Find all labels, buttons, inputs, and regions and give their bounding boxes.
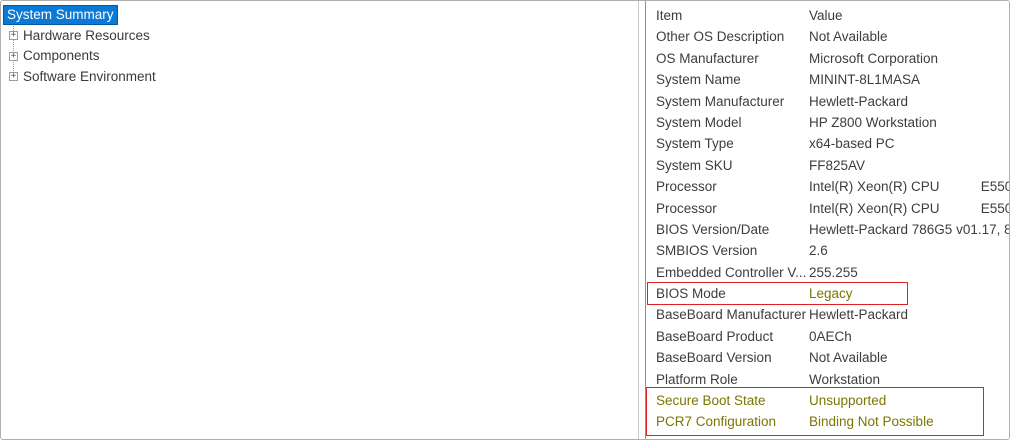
navigation-tree-pane: System Summary + Hardware Resources + Co… — [1, 1, 639, 439]
detail-item: BaseBoard Version — [656, 350, 772, 366]
detail-item: System Name — [656, 72, 741, 88]
detail-item: Processor — [656, 179, 717, 195]
detail-item: System SKU — [656, 157, 733, 173]
detail-value: 0AECh — [809, 328, 852, 344]
detail-item: System Type — [656, 136, 734, 152]
detail-value: MININT-8L1MASA — [809, 72, 921, 88]
detail-value: 2.6 — [809, 243, 828, 259]
detail-value: Hewlett-Packard — [809, 307, 909, 323]
detail-row-platform-role[interactable]: Platform Role Workstation — [646, 369, 1009, 390]
detail-item: OS Manufacturer — [656, 50, 759, 66]
detail-value: 255.255 — [809, 264, 858, 280]
detail-value: Unsupported — [809, 393, 887, 409]
detail-value: Not Available — [809, 29, 888, 45]
detail-item: SMBIOS Version — [656, 243, 758, 259]
detail-item: BIOS Mode — [656, 286, 726, 302]
detail-item: BIOS Version/Date — [656, 221, 770, 237]
detail-row-processor-1[interactable]: Processor Intel(R) Xeon(R) CPU E5506 — [646, 176, 1009, 197]
tree-item-label: Components — [23, 48, 100, 63]
expand-plus-icon[interactable]: + — [9, 50, 18, 61]
detail-value: Microsoft Corporation — [809, 50, 939, 66]
detail-value: FF825AV — [809, 157, 866, 173]
detail-row-system-model[interactable]: System Model HP Z800 Workstation — [646, 112, 1009, 133]
detail-row-os-manufacturer[interactable]: OS Manufacturer Microsoft Corporation — [646, 48, 1009, 69]
detail-item: Platform Role — [656, 371, 738, 387]
detail-item: BaseBoard Product — [656, 328, 774, 344]
detail-row-processor-2[interactable]: Processor Intel(R) Xeon(R) CPU E5506 — [646, 198, 1009, 219]
tree-item-software-environment[interactable]: + Software Environment — [1, 67, 638, 88]
detail-row-baseboard-version[interactable]: BaseBoard Version Not Available — [646, 347, 1009, 368]
detail-row-pcr7-configuration[interactable]: PCR7 Configuration Binding Not Possible — [646, 411, 1009, 432]
detail-item: PCR7 Configuration — [656, 414, 777, 430]
detail-value: Intel(R) Xeon(R) CPU E5506 — [809, 179, 1009, 195]
detail-value: Not Available — [809, 350, 888, 366]
expand-plus-icon[interactable]: + — [9, 71, 18, 82]
detail-item: Other OS Description — [656, 29, 785, 45]
detail-row-bios-mode[interactable]: BIOS Mode Legacy — [646, 283, 1009, 304]
expand-plus-icon[interactable]: + — [9, 30, 18, 41]
tree-item-hardware-resources[interactable]: + Hardware Resources — [1, 26, 638, 47]
detail-row-system-type[interactable]: System Type x64-based PC — [646, 133, 1009, 154]
tree-item-label: Hardware Resources — [23, 27, 150, 43]
detail-row-secure-boot-state[interactable]: Secure Boot State Unsupported — [646, 390, 1009, 411]
detail-row-embedded-controller-version[interactable]: Embedded Controller V... 255.255 — [646, 262, 1009, 283]
detail-value: Hewlett-Packard 786G5 v01.17, 8/ — [809, 221, 1009, 237]
column-header-item[interactable]: Item — [656, 8, 683, 23]
detail-row-baseboard-product[interactable]: BaseBoard Product 0AECh — [646, 326, 1009, 347]
detail-item: Secure Boot State — [656, 393, 766, 409]
details-list-pane: Item Value Other OS Description Not Avai… — [645, 1, 1009, 439]
detail-item: System Model — [656, 114, 742, 130]
detail-row-bios-version-date[interactable]: BIOS Version/Date Hewlett-Packard 786G5 … — [646, 219, 1009, 240]
column-header-value[interactable]: Value — [809, 8, 843, 23]
tree-item-label: Software Environment — [23, 68, 156, 84]
tree-item-system-summary[interactable]: System Summary — [1, 5, 638, 26]
detail-value: x64-based PC — [809, 136, 895, 152]
detail-value: Binding Not Possible — [809, 414, 934, 430]
detail-item: Processor — [656, 200, 717, 216]
detail-row-system-name[interactable]: System Name MININT-8L1MASA — [646, 69, 1009, 90]
list-header-row: Item Value — [646, 5, 1009, 26]
tree-connector-line — [13, 26, 14, 75]
detail-item: System Manufacturer — [656, 93, 785, 109]
detail-row-other-os-description[interactable]: Other OS Description Not Available — [646, 26, 1009, 47]
detail-value: Workstation — [809, 371, 881, 387]
detail-row-baseboard-manufacturer[interactable]: BaseBoard Manufacturer Hewlett-Packard — [646, 304, 1009, 325]
detail-row-system-manufacturer[interactable]: System Manufacturer Hewlett-Packard — [646, 91, 1009, 112]
detail-value: HP Z800 Workstation — [809, 114, 937, 130]
detail-value: Hewlett-Packard — [809, 93, 909, 109]
detail-value: Legacy — [809, 286, 853, 302]
detail-value: Intel(R) Xeon(R) CPU E5506 — [809, 200, 1009, 216]
tree-item-components[interactable]: + Components — [1, 46, 638, 67]
detail-item: BaseBoard Manufacturer — [656, 307, 807, 323]
detail-item: Embedded Controller V... — [656, 264, 807, 280]
tree-item-label: System Summary — [3, 5, 118, 26]
detail-row-system-sku[interactable]: System SKU FF825AV — [646, 155, 1009, 176]
detail-row-smbios-version[interactable]: SMBIOS Version 2.6 — [646, 240, 1009, 261]
